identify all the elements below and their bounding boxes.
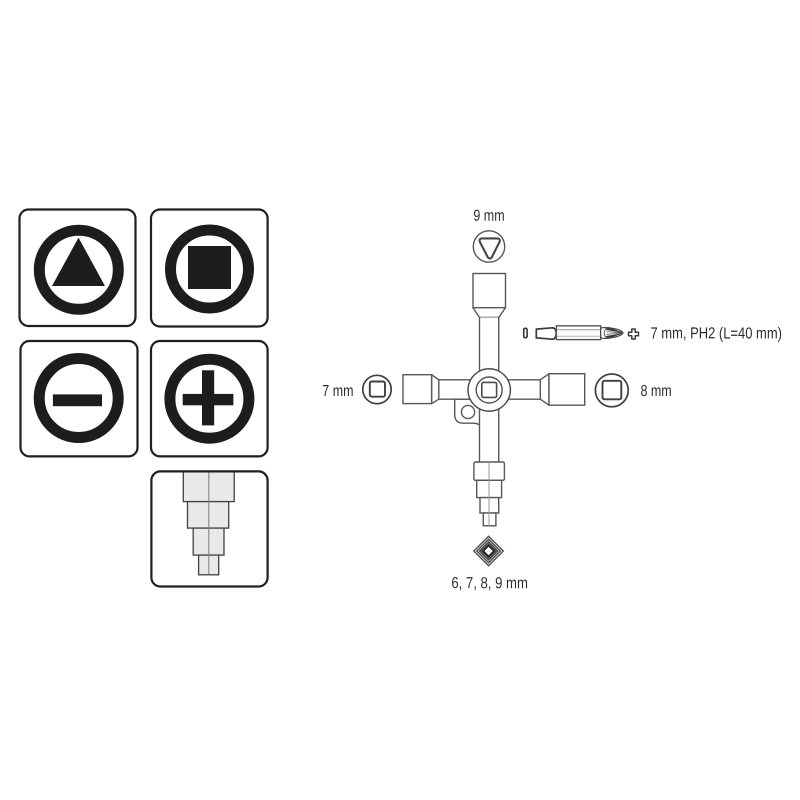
svg-text:7 mm, PH2 (L=40 mm): 7 mm, PH2 (L=40 mm) [650, 325, 781, 342]
svg-text:6, 7, 8, 9 mm: 6, 7, 8, 9 mm [451, 575, 528, 592]
svg-text:8 mm: 8 mm [640, 383, 671, 400]
svg-text:7 mm: 7 mm [322, 383, 353, 400]
svg-text:9 mm: 9 mm [473, 208, 504, 225]
